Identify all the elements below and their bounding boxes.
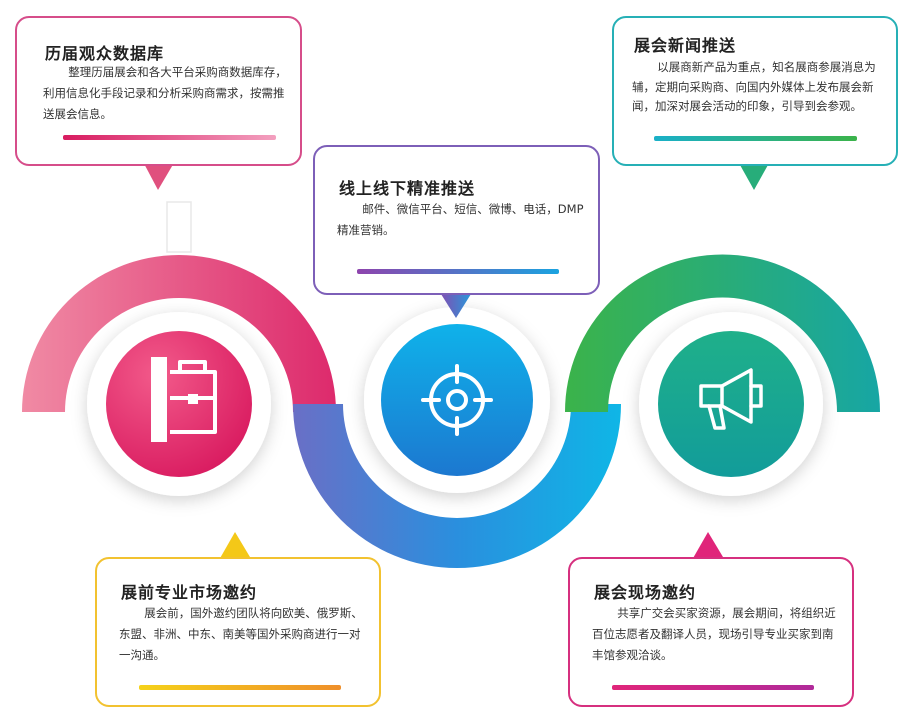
megaphone-icon: [699, 368, 763, 430]
card-underline: [357, 269, 559, 274]
stem-outline: [166, 201, 192, 253]
card-text: 展会前，国外邀约团队将向欧美、俄罗斯、东盟、非洲、中东、南美等国外采购商进行一对…: [119, 606, 363, 662]
card-history-database: 历届观众数据库 整理历届展会和各大平台采购商数据库存，利用信息化手段记录和分析采…: [15, 16, 302, 166]
card-underline: [612, 685, 814, 690]
card-underline: [63, 135, 276, 140]
card-text: 整理历届展会和各大平台采购商数据库存，利用信息化手段记录和分析采购商需求，按需推…: [43, 65, 287, 121]
card-text: 邮件、微信平台、短信、微博、电话，DMP精准营销。: [337, 202, 584, 237]
card-title: 展会现场邀约: [594, 583, 697, 602]
briefcase-icon: [151, 357, 217, 442]
circle-teal: [658, 331, 804, 477]
card-title: 展前专业市场邀约: [121, 583, 258, 602]
pink-arch: [22, 255, 336, 412]
card-online-offline-push: 线上线下精准推送 邮件、微信平台、短信、微博、电话，DMP精准营销。: [313, 145, 600, 295]
card-text: 共享广交会买家资源，展会期间，将组织近百位志愿者及翻译人员，现场引导专业买家到南…: [592, 606, 836, 662]
green-arch: [565, 254, 880, 412]
blue-arch: [293, 404, 621, 568]
card-underline: [139, 685, 341, 690]
card-news-push: 展会新闻推送 以展商新产品为重点，知名展商参展消息为辅，定期向采购商、向国内外媒…: [612, 16, 898, 166]
circle-blue: [381, 324, 533, 476]
card-text: 以展商新产品为重点，知名展商参展消息为辅，定期向采购商、向国内外媒体上发布展会新…: [632, 60, 876, 113]
circle-pink: [106, 331, 252, 477]
card-onsite-invitation: 展会现场邀约 共享广交会买家资源，展会期间，将组织近百位志愿者及翻译人员，现场引…: [568, 557, 854, 707]
crosshair-icon: [421, 364, 493, 436]
card-title: 线上线下精准推送: [339, 179, 476, 198]
card-title: 历届观众数据库: [45, 44, 165, 63]
card-title: 展会新闻推送: [634, 36, 737, 55]
card-underline: [654, 136, 857, 141]
card-pre-show-invitation: 展前专业市场邀约 展会前，国外邀约团队将向欧美、俄罗斯、东盟、非洲、中东、南美等…: [95, 557, 381, 707]
